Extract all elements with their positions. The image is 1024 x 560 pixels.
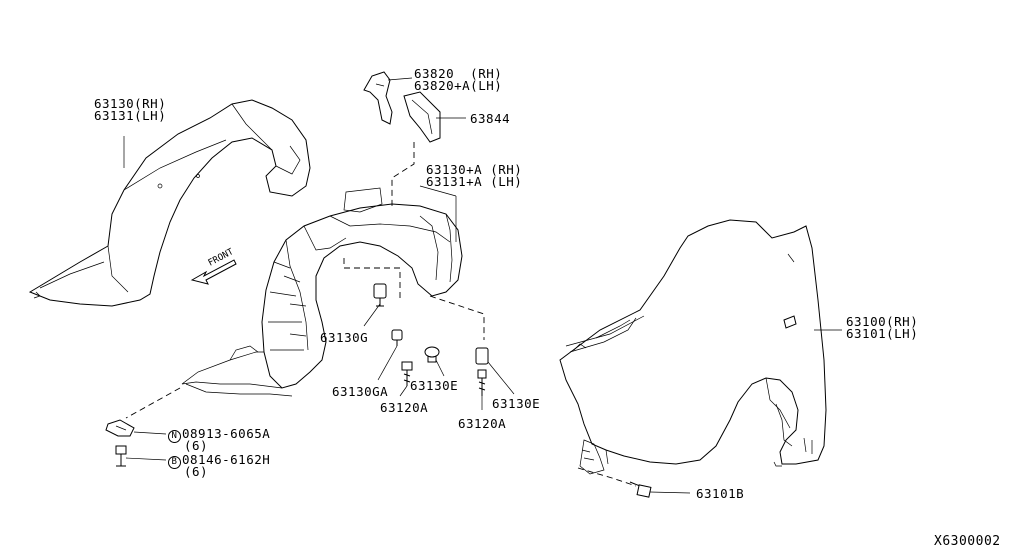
part-label-63120a-right: 63120A bbox=[458, 416, 507, 431]
part-label-63120a-left: 63120A bbox=[380, 400, 429, 415]
front-fender-liner-drawing bbox=[181, 187, 463, 397]
front-arrow-label: FRONT bbox=[207, 247, 236, 269]
screw-63120a-right-drawing bbox=[477, 369, 487, 396]
part-label-63844: 63844 bbox=[470, 111, 511, 126]
clip-63130g-drawing bbox=[373, 283, 387, 307]
seal-63844-drawing bbox=[403, 91, 441, 143]
qty-08913: (6) bbox=[184, 438, 209, 453]
part-label-63130e-left: 63130E bbox=[410, 378, 459, 393]
front-arrow-icon bbox=[190, 259, 237, 285]
part-label-63130ga: 63130GA bbox=[332, 384, 389, 399]
part-label-63130g: 63130G bbox=[320, 330, 369, 345]
bracket-63820-drawing bbox=[363, 71, 393, 125]
part-label-63130a-rh: 63130+A (RH) bbox=[426, 162, 523, 177]
b-circle-icon: B bbox=[168, 456, 181, 469]
part-label-63100-rh: 63100(RH) bbox=[846, 314, 919, 329]
rear-fender-liner-drawing bbox=[28, 99, 311, 307]
bolt-08146-drawing bbox=[115, 445, 127, 467]
front-fender-drawing bbox=[559, 219, 827, 475]
part-label-63820-rh: 63820 (RH) bbox=[414, 66, 503, 81]
bolt-63101b-drawing bbox=[629, 481, 652, 498]
n-circle-icon: N bbox=[168, 430, 181, 443]
part-label-63130-rh: 63130(RH) bbox=[94, 96, 167, 111]
part-number-08913: 08913-6065A bbox=[182, 426, 271, 441]
part-label-63131a-lh: 63131+A (LH) bbox=[426, 174, 523, 189]
part-label-63820a-lh: 63820+A(LH) bbox=[414, 78, 503, 93]
part-label-63130e-right: 63130E bbox=[492, 396, 541, 411]
diagram-id: X6300002 bbox=[934, 534, 1001, 549]
clip-63130e-right-drawing bbox=[475, 347, 489, 365]
part-label-63101b: 63101B bbox=[696, 486, 745, 501]
part-label-63131-lh: 63131(LH) bbox=[94, 108, 167, 123]
part-label-63101-lh: 63101(LH) bbox=[846, 326, 919, 341]
qty-08146: (6) bbox=[184, 464, 209, 479]
clip-63130e-left-drawing bbox=[424, 346, 440, 363]
screw-63120a-left-drawing bbox=[401, 361, 413, 386]
part-number-08146: 08146-6162H bbox=[182, 452, 271, 467]
clip-63130ga-drawing bbox=[391, 329, 403, 346]
nut-08913-drawing bbox=[105, 419, 135, 437]
